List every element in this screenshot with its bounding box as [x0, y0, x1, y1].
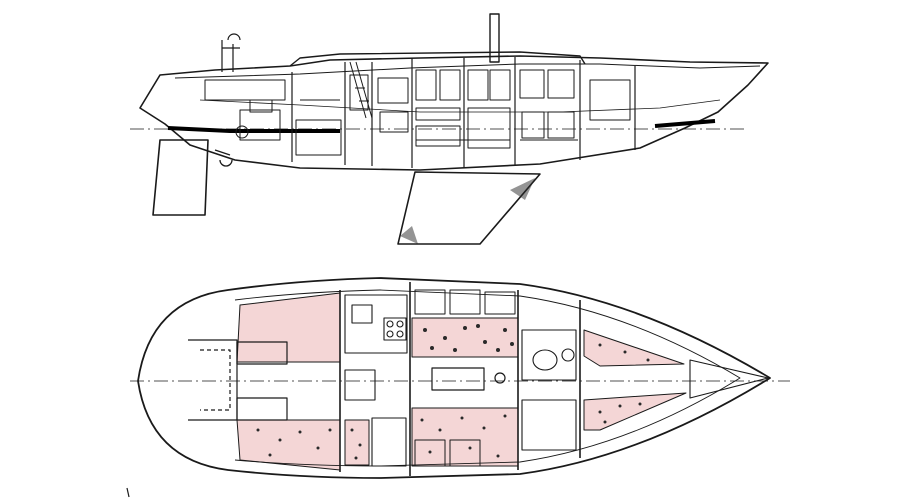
- plan-deck-inner: [234, 289, 741, 467]
- profile-bulkheads: [291, 57, 636, 168]
- profile-companionway: [349, 61, 373, 119]
- profile-keel: [397, 171, 541, 245]
- plan-vberth-port: [583, 329, 685, 367]
- profile-view: [130, 13, 769, 245]
- plan-hull: [137, 277, 771, 479]
- plan-berths: [236, 292, 687, 471]
- plan-view: [130, 277, 790, 479]
- plan-settee-stbd: [411, 407, 519, 467]
- profile-hull: [139, 55, 769, 171]
- stray-mark: [126, 487, 130, 498]
- plan-berth-quarter-stbd: [236, 419, 341, 471]
- plan-lockers: [414, 289, 516, 467]
- profile-boot-stripe-bow: [654, 119, 716, 128]
- plan-upholstery-pattern: [256, 324, 650, 460]
- profile-hull-inner: [199, 99, 721, 113]
- profile-cabinetry: [295, 69, 631, 156]
- plan-galley: [344, 294, 408, 354]
- plan-vberth-stbd: [583, 392, 687, 431]
- profile-boot-stripe: [167, 126, 340, 133]
- profile-stern-gear: [221, 33, 241, 72]
- profile-prop: [214, 149, 233, 167]
- profile-coachroof: [289, 51, 586, 67]
- plan-chart-table: [344, 369, 407, 467]
- plan-head: [521, 329, 577, 451]
- plan-settee-port: [411, 317, 519, 358]
- profile-sheer: [174, 63, 761, 79]
- plan-bulkheads: [339, 282, 581, 476]
- profile-keel-hatch: [400, 178, 535, 244]
- plan-mast-step: [494, 372, 506, 384]
- plan-forepeak: [689, 359, 769, 399]
- plan-saloon-table: [431, 367, 485, 391]
- profile-mast: [489, 13, 500, 63]
- plan-cockpit: [188, 339, 288, 421]
- profile-rudder: [152, 139, 209, 216]
- plan-berth-quarter-port: [236, 292, 341, 363]
- profile-engine: [204, 79, 286, 141]
